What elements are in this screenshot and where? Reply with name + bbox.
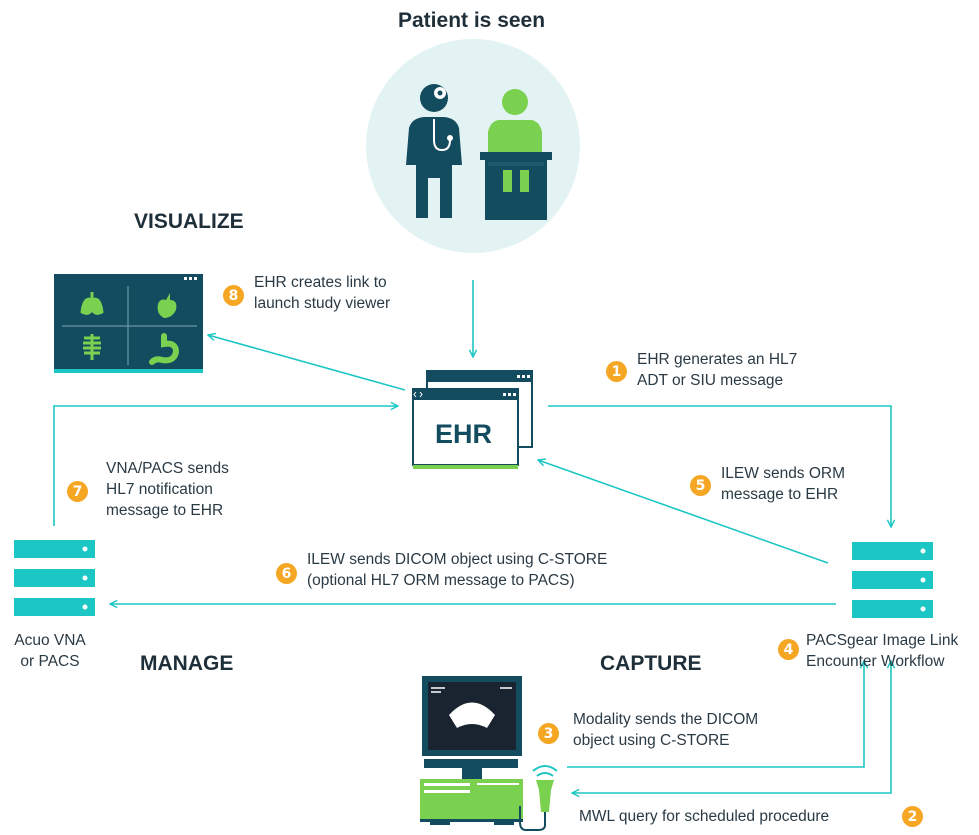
heart-icon: [157, 293, 177, 318]
step-badge-3: 3: [538, 723, 559, 744]
step-1-note: EHR generates an HL7 ADT or SIU message: [637, 349, 797, 391]
step-2-note: MWL query for scheduled procedure: [579, 806, 829, 827]
step-3-note: Modality sends the DICOM object using C-…: [573, 709, 758, 751]
step-5-line1: ILEW sends ORM: [721, 465, 846, 482]
step-7-note: VNA/PACS sends HL7 notification message …: [106, 458, 229, 521]
step-7-line1: VNA/PACS sends: [106, 460, 229, 477]
server-stack-icon: [14, 540, 95, 616]
pacsgear-label: PACSgear Image Link Encounter Workflow: [806, 630, 958, 672]
arrow-ehr-to-pacsgear: [548, 405, 891, 527]
vna-label: Acuo VNA or PACS: [4, 630, 96, 672]
step-8-line2: launch study viewer: [254, 295, 391, 312]
server-stack-icon: [852, 542, 933, 618]
arrow-mwl-query: [572, 661, 891, 793]
step-8-line1: EHR creates link to: [254, 274, 387, 291]
step-3-line2: object using C-STORE: [573, 732, 730, 749]
step-5-line2: message to EHR: [721, 486, 839, 503]
vna-label-line2: or PACS: [20, 653, 80, 670]
ultrasound-probe-icon: [519, 765, 558, 831]
step-3-line1: Modality sends the DICOM: [573, 711, 759, 728]
arrow-ehr-to-viewer: [208, 335, 406, 391]
step-8-note: EHR creates link to launch study viewer: [254, 272, 390, 314]
step-1-line2: ADT or SIU message: [637, 372, 784, 389]
ehr-label: EHR: [435, 419, 493, 449]
step-7-line2: HL7 notification: [106, 481, 213, 498]
step-badge-1: 1: [606, 361, 627, 382]
step-5-note: ILEW sends ORM message to EHR: [721, 463, 845, 505]
ultrasound-machine-icon: [420, 676, 523, 825]
stomach-icon: [149, 333, 180, 365]
step-1-line1: EHR generates an HL7: [637, 351, 798, 368]
step-badge-6: 6: [276, 563, 297, 584]
heading-patient-seen: Patient is seen: [398, 9, 546, 32]
heading-capture: CAPTURE: [600, 652, 702, 675]
browser-window-icon: [412, 370, 533, 469]
step-badge-2: 2: [902, 806, 923, 827]
step-badge-8: 8: [223, 285, 244, 306]
step-badge-7: 7: [67, 481, 88, 502]
viewer-monitor-icon: [54, 274, 203, 373]
pacsgear-label-line2: Encounter Workflow: [806, 653, 945, 670]
pacsgear-label-line1: PACSgear Image Link: [806, 632, 959, 649]
patient-icon: [480, 89, 552, 220]
heading-visualize: VISUALIZE: [134, 210, 244, 233]
step-2-line1: MWL query for scheduled procedure: [579, 808, 830, 825]
arrow-pacsgear-to-ehr: [538, 460, 829, 564]
arrow-vna-to-ehr: [53, 406, 398, 526]
step-badge-4: 4: [778, 639, 799, 660]
vna-label-line1: Acuo VNA: [14, 632, 86, 649]
doctor-icon: [406, 84, 462, 218]
step-6-line1: ILEW sends DICOM object using C-STORE: [307, 551, 608, 568]
step-7-line3: message to EHR: [106, 502, 224, 519]
step-6-note: ILEW sends DICOM object using C-STORE (o…: [307, 549, 607, 591]
lungs-icon: [80, 292, 104, 315]
ribcage-icon: [83, 334, 101, 360]
patient-circle: [366, 39, 580, 253]
step-badge-5: 5: [690, 475, 711, 496]
heading-manage: MANAGE: [140, 652, 234, 675]
step-6-line2: (optional HL7 ORM message to PACS): [307, 572, 575, 589]
